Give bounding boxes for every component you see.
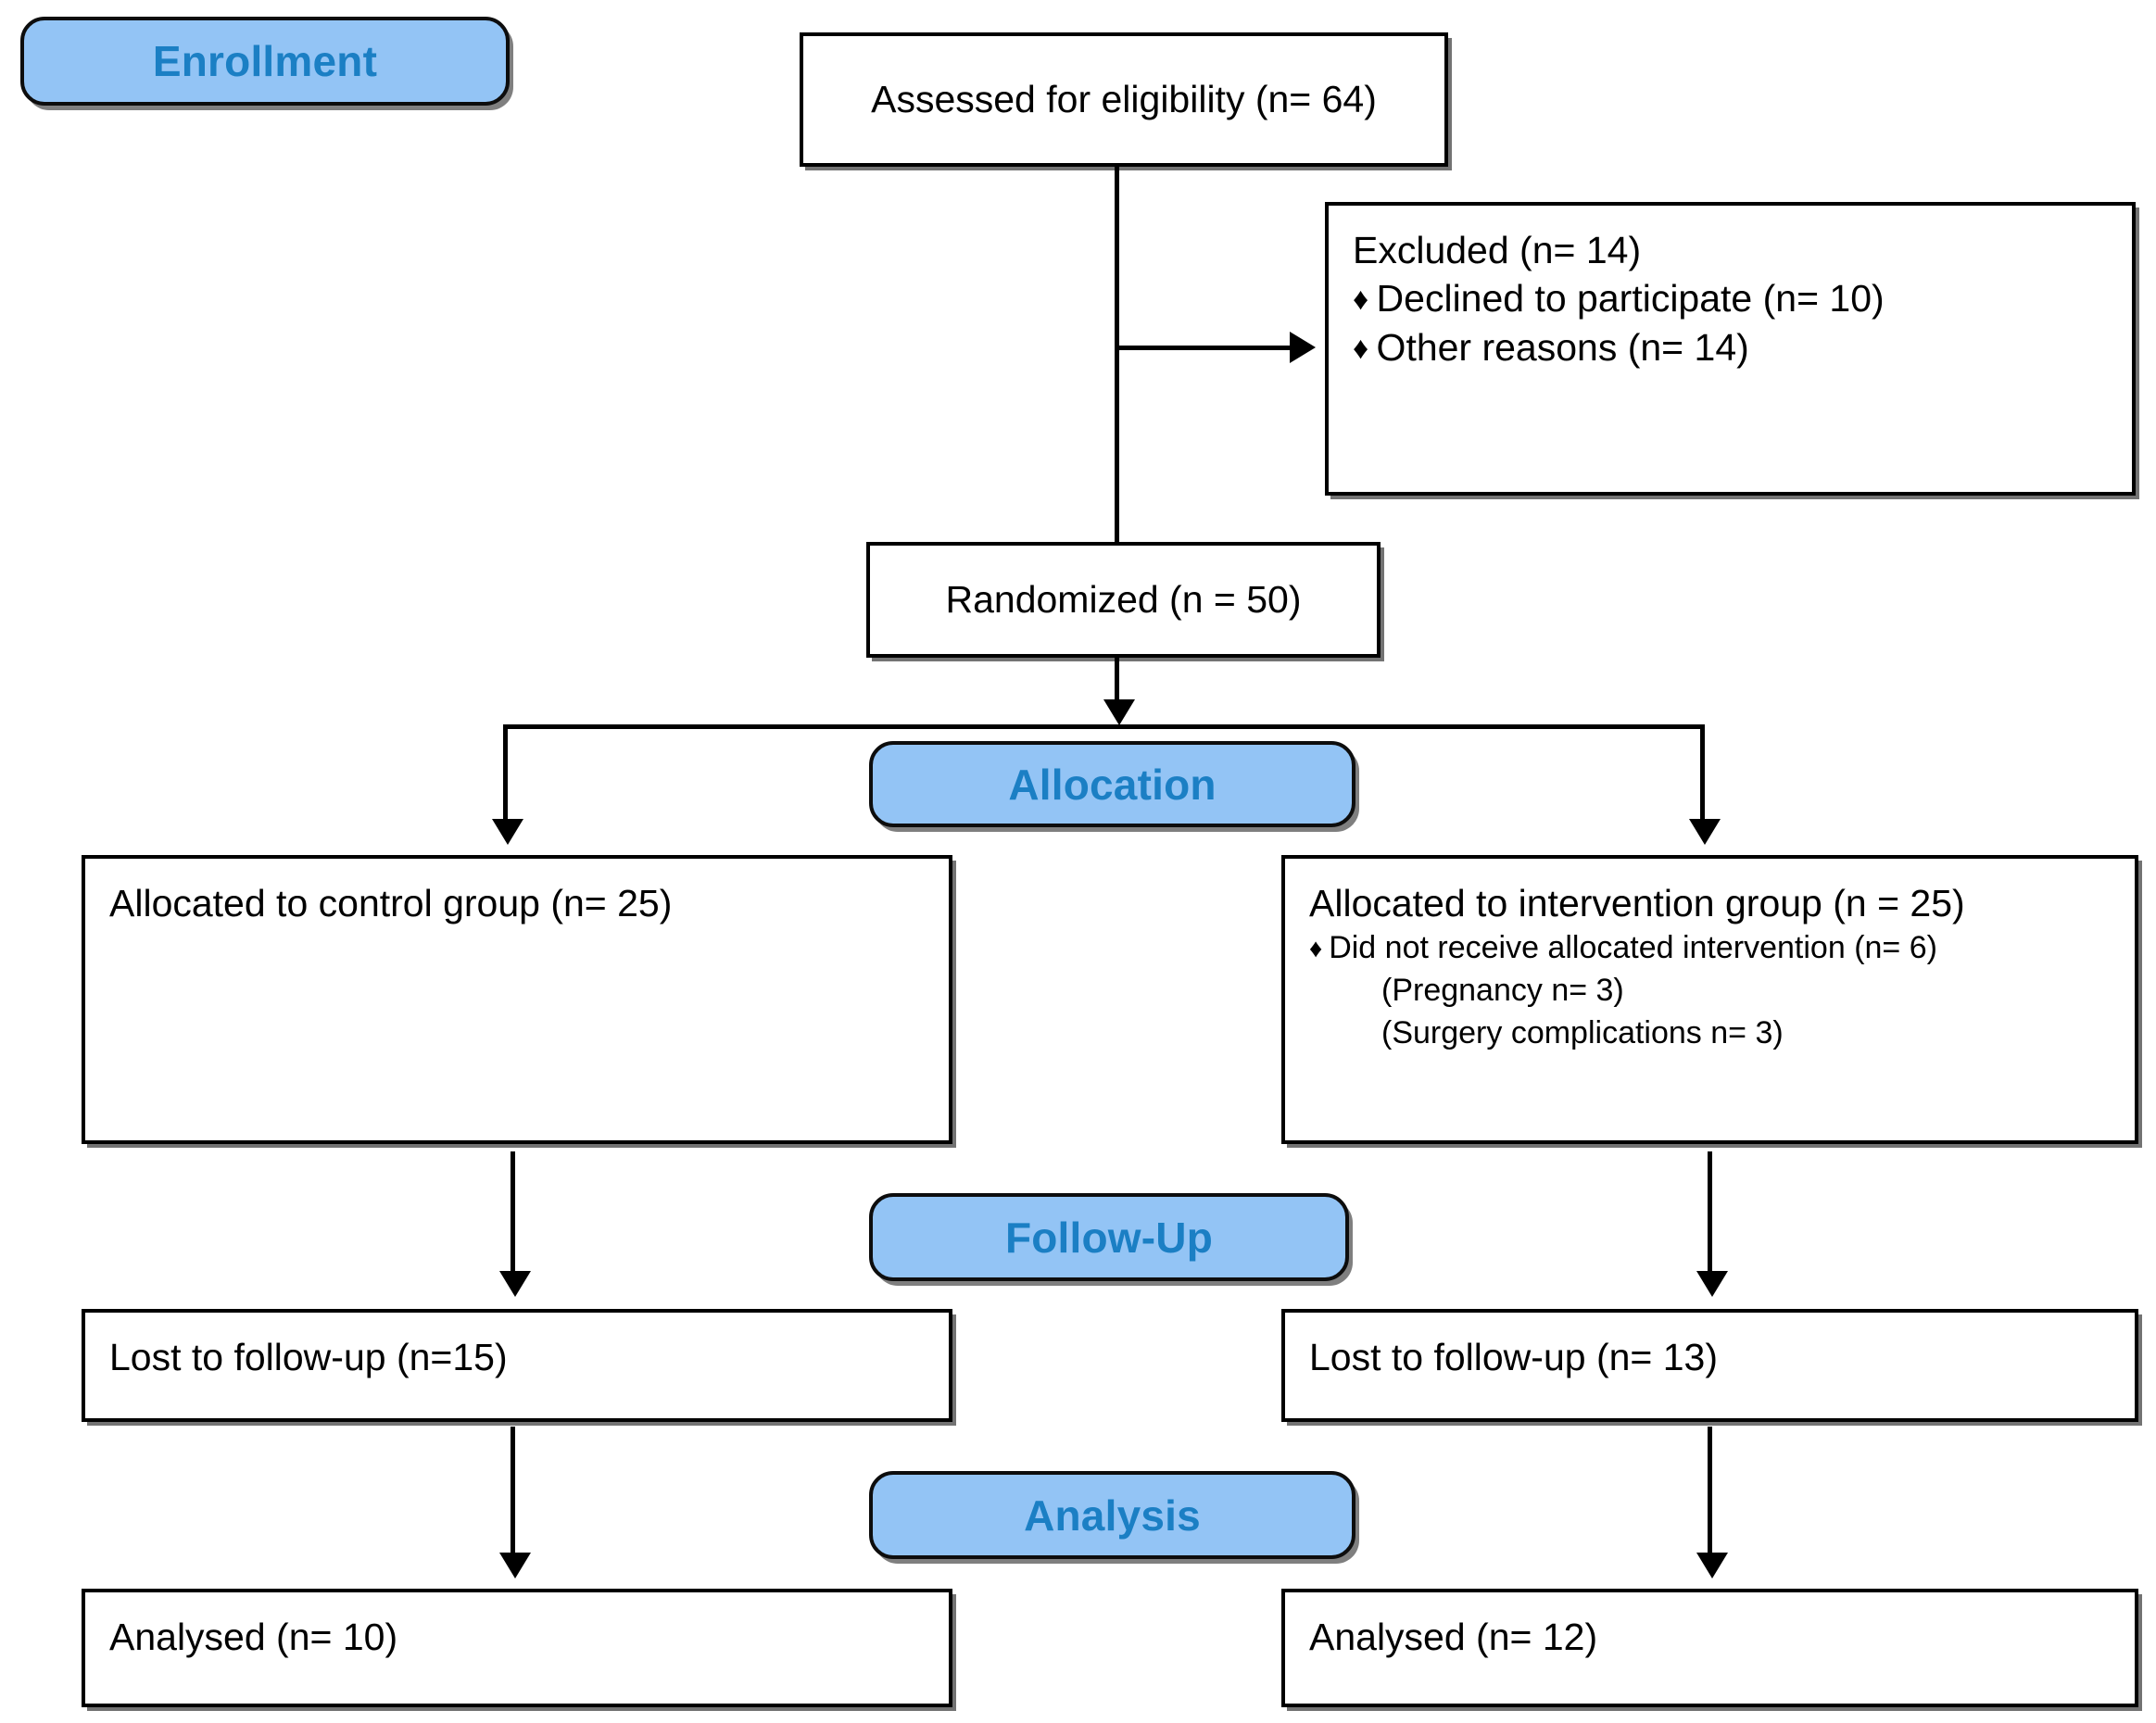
connector-arrowhead-excluded bbox=[1290, 332, 1316, 363]
stage-banner-analysis: Analysis bbox=[869, 1471, 1355, 1559]
connector-intervention-alloc-to-lost bbox=[1708, 1151, 1712, 1276]
stage-banner-allocation-label: Allocation bbox=[1008, 760, 1217, 809]
bullet-diamond-icon: ♦ bbox=[1353, 331, 1369, 366]
box-randomized-text: Randomized (n = 50) bbox=[945, 578, 1302, 622]
connector-control-lost-to-analysed bbox=[511, 1427, 515, 1556]
connector-assessed-to-randomized bbox=[1115, 167, 1119, 542]
stage-banner-allocation: Allocation bbox=[869, 741, 1355, 827]
connector-arrowhead-intervention-alloc bbox=[1689, 819, 1721, 845]
connector-randomized-down bbox=[1115, 658, 1119, 706]
box-lost-control-text: Lost to follow-up (n=15) bbox=[109, 1336, 508, 1378]
stage-banner-followup-label: Follow-Up bbox=[1004, 1213, 1214, 1262]
connector-arrowhead-intervention-analysed bbox=[1696, 1553, 1728, 1578]
box-analysed-intervention: Analysed (n= 12) bbox=[1281, 1589, 2138, 1707]
box-excluded: Excluded (n= 14) ♦Declined to participat… bbox=[1325, 202, 2136, 496]
connector-arrowhead-randomized bbox=[1103, 699, 1135, 725]
box-allocated-intervention-note-2: (Surgery complications n= 3) bbox=[1381, 1015, 1784, 1051]
bullet-diamond-icon: ♦ bbox=[1353, 283, 1369, 318]
box-excluded-reason-1-text: Declined to participate (n= 10) bbox=[1376, 277, 1885, 321]
box-lost-intervention: Lost to follow-up (n= 13) bbox=[1281, 1309, 2138, 1422]
connector-arrowhead-control-analysed bbox=[499, 1553, 531, 1578]
box-excluded-reason-1: ♦Declined to participate (n= 10) bbox=[1353, 274, 2108, 322]
box-allocated-control: Allocated to control group (n= 25) bbox=[82, 855, 952, 1144]
box-allocated-control-heading: Allocated to control group (n= 25) bbox=[109, 882, 673, 924]
box-lost-intervention-text: Lost to follow-up (n= 13) bbox=[1309, 1336, 1718, 1378]
box-allocated-intervention-bullet-text: Did not receive allocated intervention (… bbox=[1329, 930, 1937, 966]
box-excluded-reason-2: ♦Other reasons (n= 14) bbox=[1353, 323, 2108, 371]
connector-control-alloc-to-lost bbox=[511, 1151, 515, 1276]
connector-arrowhead-control-alloc bbox=[492, 819, 523, 845]
stage-banner-followup: Follow-Up bbox=[869, 1193, 1349, 1281]
stage-banner-enrollment-label: Enrollment bbox=[152, 37, 378, 85]
box-excluded-heading: Excluded (n= 14) bbox=[1353, 229, 1642, 271]
box-allocated-intervention-note-1: (Pregnancy n= 3) bbox=[1381, 973, 1624, 1009]
box-assessed-for-eligibility-text: Assessed for eligibility (n= 64) bbox=[871, 78, 1377, 121]
box-analysed-control: Analysed (n= 10) bbox=[82, 1589, 952, 1707]
stage-banner-analysis-label: Analysis bbox=[1024, 1490, 1201, 1540]
box-randomized: Randomized (n = 50) bbox=[866, 542, 1381, 658]
box-assessed-for-eligibility: Assessed for eligibility (n= 64) bbox=[800, 32, 1448, 167]
box-analysed-intervention-text: Analysed (n= 12) bbox=[1309, 1616, 1598, 1658]
box-allocated-intervention: Allocated to intervention group (n = 25)… bbox=[1281, 855, 2138, 1144]
connector-intervention-lost-to-analysed bbox=[1708, 1427, 1712, 1556]
connector-arrowhead-intervention-lost bbox=[1696, 1271, 1728, 1297]
box-analysed-control-text: Analysed (n= 10) bbox=[109, 1616, 398, 1658]
bullet-diamond-icon: ♦ bbox=[1309, 933, 1323, 962]
box-excluded-reason-2-text: Other reasons (n= 14) bbox=[1376, 325, 1749, 369]
connector-assessed-to-excluded bbox=[1115, 346, 1295, 350]
box-allocated-intervention-heading: Allocated to intervention group (n = 25) bbox=[1309, 882, 1965, 924]
connector-arrowhead-control-lost bbox=[499, 1271, 531, 1297]
box-lost-control: Lost to follow-up (n=15) bbox=[82, 1309, 952, 1422]
connector-split-to-control bbox=[503, 724, 508, 824]
connector-split-to-intervention bbox=[1700, 724, 1705, 824]
connector-allocation-split bbox=[503, 724, 1705, 729]
box-allocated-intervention-bullet: ♦Did not receive allocated intervention … bbox=[1309, 927, 2111, 970]
stage-banner-enrollment: Enrollment bbox=[20, 17, 510, 106]
